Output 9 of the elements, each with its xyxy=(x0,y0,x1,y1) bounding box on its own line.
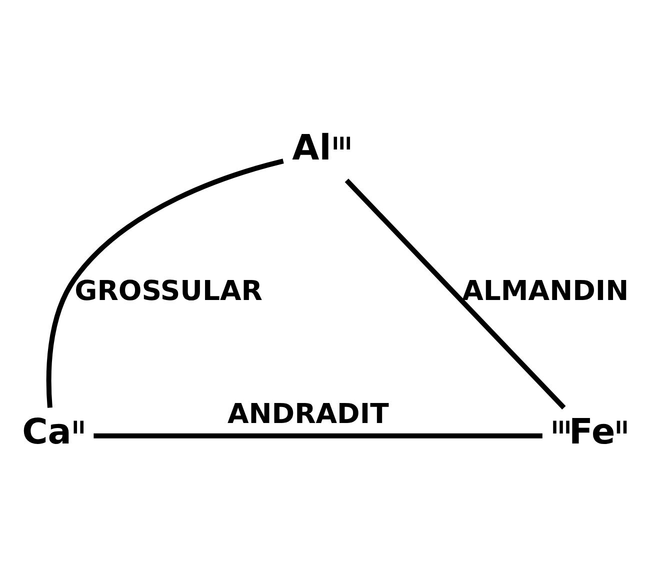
edge-label: ALMANDIN xyxy=(462,274,629,307)
connector xyxy=(46,158,284,408)
edge-label: ANDRADIT xyxy=(227,398,389,430)
node-text: $^{III}$Fe$^{II}$ xyxy=(552,412,628,452)
node-text: Al$^{III}$ xyxy=(292,128,352,168)
connector xyxy=(344,178,566,410)
node-text: Ca$^{II}$ xyxy=(22,412,86,452)
connector xyxy=(94,433,542,438)
edge-label: GROSSULAR xyxy=(74,274,262,307)
